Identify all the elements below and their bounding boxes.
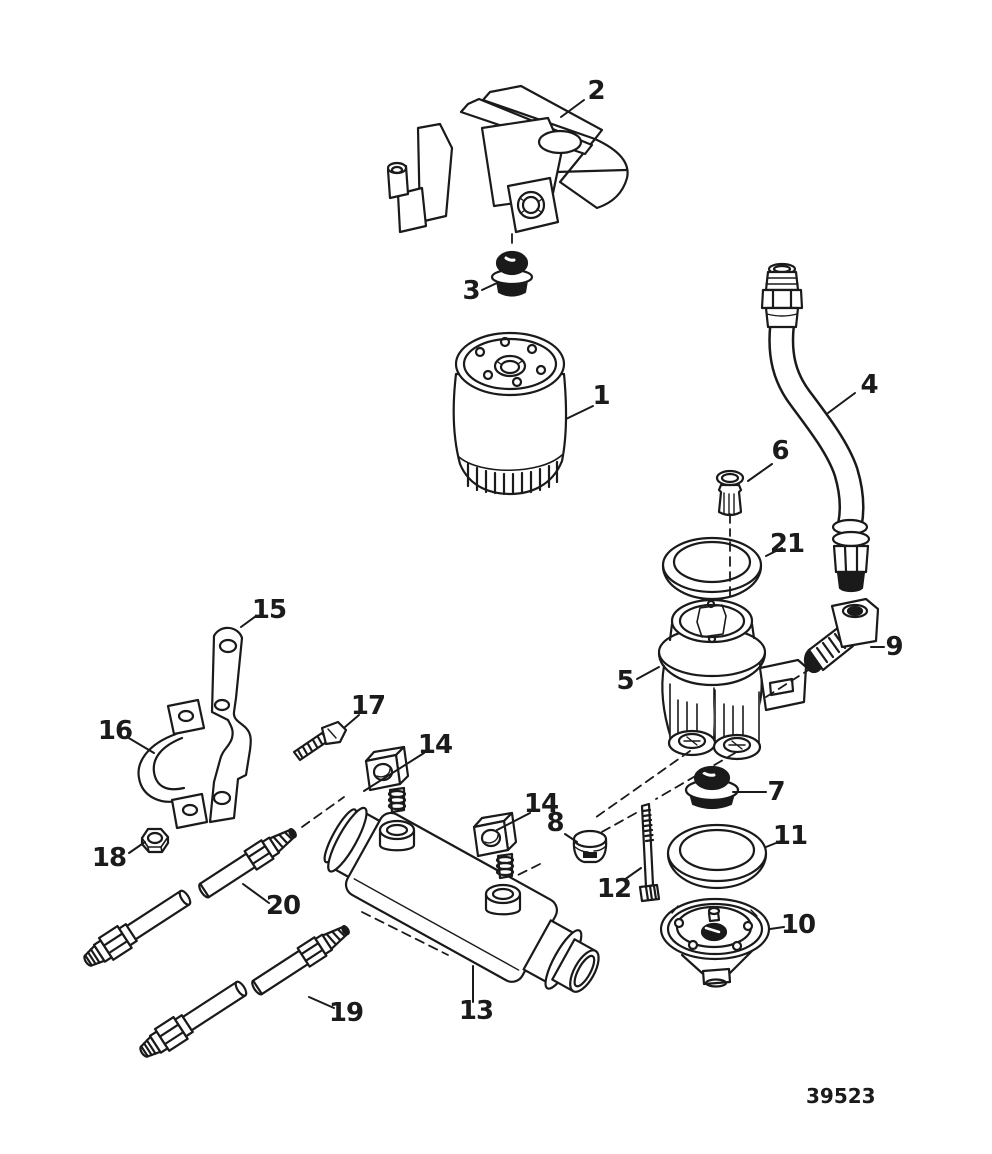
callout-3: 3: [462, 276, 480, 306]
fitting-6: [715, 469, 745, 517]
callout-12: 12: [596, 874, 632, 904]
callout-14b: 14: [523, 789, 559, 819]
cover-10: [659, 897, 771, 988]
callout-5: 5: [616, 666, 634, 696]
callout-7: 7: [767, 777, 785, 807]
callout-13: 13: [458, 996, 494, 1026]
callout-1: 1: [592, 381, 610, 411]
plug-3: [490, 250, 534, 297]
callout-17: 17: [350, 691, 386, 721]
callout-20: 20: [265, 891, 301, 921]
callout-21: 21: [769, 529, 805, 559]
callout-15: 15: [251, 595, 287, 625]
drawing-number: 39523: [806, 1084, 876, 1108]
callout-10: 10: [780, 910, 816, 940]
port-fitting-14a: [364, 745, 410, 814]
elbow-fitting-9: [803, 597, 880, 674]
nut-18: [140, 827, 170, 854]
callout-2: 2: [587, 76, 605, 106]
filter-adapter-housing: [657, 598, 808, 761]
callout-11: 11: [772, 821, 808, 851]
fitting-8: [572, 829, 608, 864]
callout-9: 9: [885, 632, 903, 662]
leader-lines: [126, 99, 885, 1009]
assembly-axis-lines: [301, 233, 811, 956]
callout-19: 19: [328, 998, 364, 1028]
callout-18: 18: [91, 843, 127, 873]
callout-6: 6: [771, 436, 789, 466]
seal-ring-11: [666, 823, 768, 890]
strap-bracket-15: [208, 626, 252, 824]
callout-8: 8: [546, 808, 564, 838]
callout-14a: 14: [417, 730, 453, 760]
plug-7: [684, 765, 740, 810]
bolt-12: [638, 802, 661, 903]
callout-4: 4: [860, 370, 878, 400]
screw-17: [292, 720, 348, 762]
oil-filter: [452, 331, 568, 496]
seal-ring-21: [661, 536, 763, 601]
oil-hose: [760, 262, 871, 593]
clamp-16: [137, 698, 209, 830]
oil-cooler: [323, 806, 600, 993]
callout-16: 16: [97, 716, 133, 746]
filter-bracket: [386, 84, 629, 234]
